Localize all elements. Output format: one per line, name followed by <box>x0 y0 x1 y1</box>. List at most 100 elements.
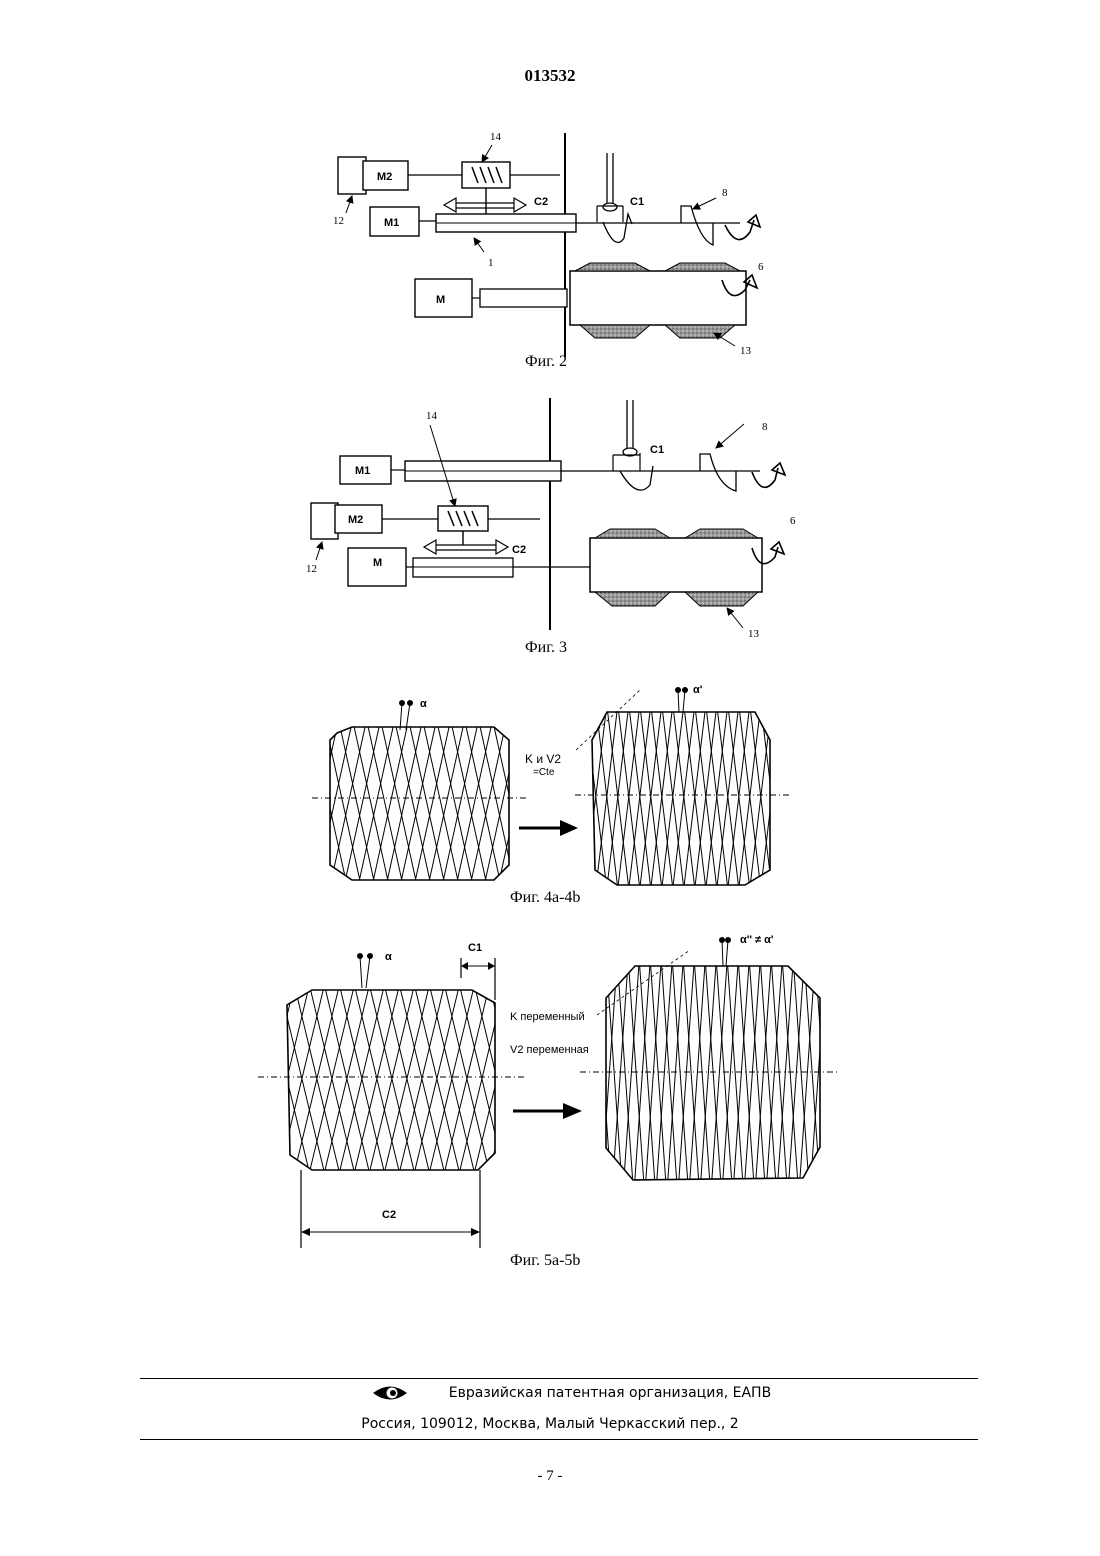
caption-fig-4: Фиг. 4a-4b <box>510 889 580 907</box>
label-c2: C2 <box>512 544 526 556</box>
label-m: M <box>373 557 382 569</box>
winding-line <box>234 985 280 1175</box>
label-c1: C1 <box>468 942 482 954</box>
winding-line <box>574 705 596 890</box>
label-13: 13 <box>748 628 760 640</box>
label-8: 8 <box>762 421 768 433</box>
box-12 <box>311 503 338 539</box>
winding-line <box>794 705 816 890</box>
winding-line <box>563 705 585 890</box>
winding-line <box>507 720 544 890</box>
label-c2: C2 <box>534 196 548 208</box>
label-c1: C1 <box>650 444 664 456</box>
footer-address: Россия, 109012, Москва, Малый Черкасский… <box>0 1416 1100 1432</box>
winding-line <box>315 720 352 890</box>
caption-fig-5: Фиг. 5a-5b <box>510 1252 580 1270</box>
label-8: 8 <box>722 187 728 199</box>
label-6: 6 <box>758 261 764 273</box>
winding-line <box>234 985 280 1175</box>
winding-line <box>329 720 366 890</box>
rotation-arrow-icon <box>725 215 760 240</box>
winding-line <box>511 720 548 890</box>
label-alpha: α <box>420 698 427 710</box>
winding-line <box>371 720 408 890</box>
label-m2: M2 <box>377 171 392 183</box>
winding-line <box>497 720 534 890</box>
winding-line <box>353 720 390 890</box>
figure-4: α K и V2 =Cte α' <box>245 684 816 890</box>
package-4a-crosswinding <box>245 720 586 890</box>
footer-top-rule <box>140 1378 978 1379</box>
winding-line <box>287 720 324 890</box>
label-m2: M2 <box>348 514 363 526</box>
figure-2: M2 14 C2 12 M1 1 C1 8 M <box>333 131 764 357</box>
bobbin <box>570 271 746 325</box>
winding-line <box>219 985 265 1175</box>
winding-line <box>552 705 574 890</box>
label-m1: M1 <box>355 465 370 477</box>
footer-org: Евразийская патентная организация, ЕАПВ <box>60 1385 1100 1401</box>
footer-bottom-rule <box>140 1439 978 1440</box>
winding-line <box>483 720 520 890</box>
winding-line <box>189 985 235 1175</box>
label-14: 14 <box>426 410 438 422</box>
winding-line <box>367 720 404 890</box>
rotation-arrow-icon <box>752 463 785 487</box>
winding-line <box>283 720 320 890</box>
winding-line <box>493 720 530 890</box>
label-1: 1 <box>488 257 494 269</box>
winding-line <box>339 720 376 890</box>
winding-line <box>409 720 446 890</box>
caption-fig-3: Фиг. 3 <box>525 639 567 657</box>
box-12 <box>338 157 366 194</box>
winding-line <box>273 720 310 890</box>
winding-line <box>772 705 794 890</box>
label-c1: C1 <box>630 196 644 208</box>
winding-line <box>381 720 418 890</box>
label-k-and-v2: K и V2 <box>525 752 561 766</box>
winding-line <box>357 720 394 890</box>
winding-line <box>479 720 516 890</box>
label-cte: =Cte <box>533 767 555 778</box>
label-12: 12 <box>306 563 317 575</box>
winding-line <box>541 705 563 890</box>
winding-line <box>204 985 250 1175</box>
figure-3: M1 C1 8 14 M2 12 C2 M <box>306 398 796 640</box>
gearbox-14 <box>438 506 488 531</box>
cam-8 <box>700 454 736 491</box>
label-alpha-relation: α'' ≠ α' <box>740 934 774 946</box>
cam-8 <box>681 206 713 245</box>
label-m1: M1 <box>384 217 399 229</box>
winding-line <box>469 720 506 890</box>
winding-line <box>535 720 572 890</box>
winding-line <box>385 720 422 890</box>
label-6: 6 <box>790 515 796 527</box>
winding-line <box>441 720 478 890</box>
label-14: 14 <box>490 131 502 143</box>
winding-line <box>399 720 436 890</box>
winding-line <box>413 720 450 890</box>
winding-line <box>451 720 488 890</box>
label-13: 13 <box>740 345 752 357</box>
winding-line <box>521 720 558 890</box>
winding-line <box>245 720 282 890</box>
winding-line <box>783 705 805 890</box>
label-alpha: α <box>385 951 392 963</box>
label-m: M <box>436 294 445 306</box>
winding-line <box>259 720 296 890</box>
winding-line <box>343 720 380 890</box>
winding-line <box>772 705 794 890</box>
label-c2: C2 <box>382 1209 396 1221</box>
winding-line <box>395 720 432 890</box>
winding-line <box>301 720 338 890</box>
gearbox-14 <box>462 162 510 188</box>
winding-line <box>465 720 502 890</box>
winding-line <box>563 705 585 890</box>
caption-fig-2: Фиг. 2 <box>525 353 567 371</box>
page-number: - 7 - <box>0 1468 1100 1485</box>
winding-line <box>423 720 460 890</box>
label-alpha-prime: α' <box>693 684 703 696</box>
package-4b-crosswinding <box>541 705 816 890</box>
winding-line <box>837 960 853 1185</box>
